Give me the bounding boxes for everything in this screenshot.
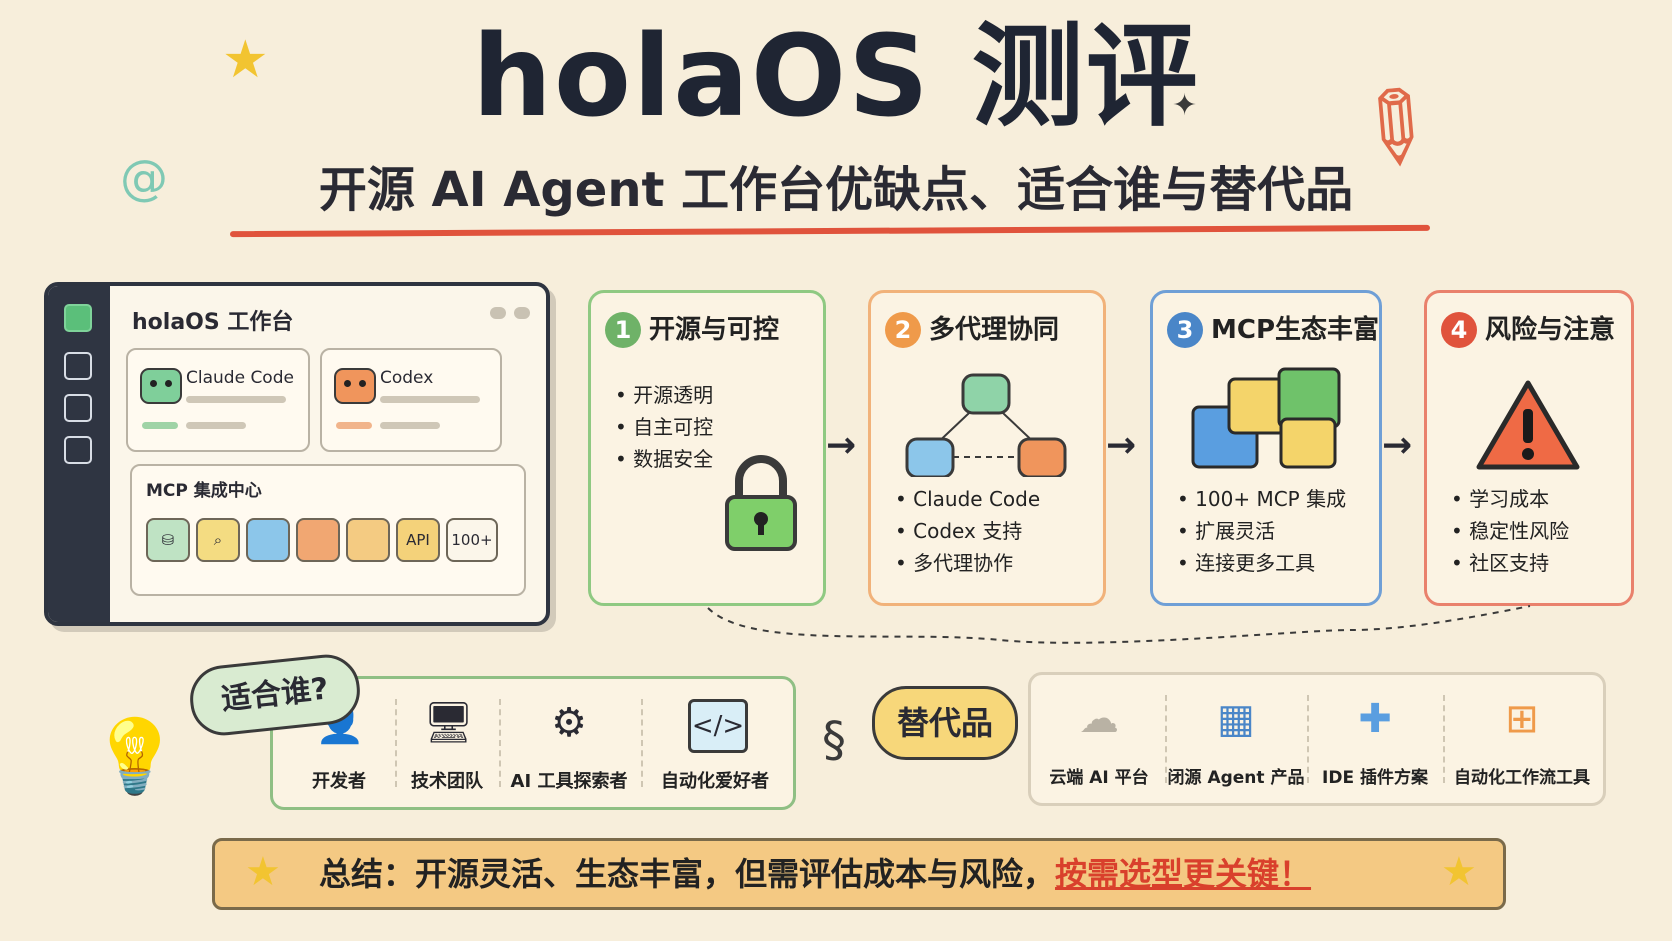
add-icon[interactable] bbox=[64, 304, 92, 332]
bullet-item: 数据安全 bbox=[615, 443, 713, 475]
api-tile[interactable]: API bbox=[396, 518, 440, 562]
chart-icon[interactable] bbox=[346, 518, 390, 562]
close-button[interactable] bbox=[514, 307, 530, 319]
arrow-right-icon: → bbox=[1106, 425, 1137, 466]
puzzle-icon bbox=[1191, 367, 1341, 469]
robot-icon bbox=[140, 368, 182, 404]
card-mcp-ecosystem: 3 MCP生态丰富 100+ MCP 集成 扩展灵活 连接更多工具 bbox=[1150, 290, 1382, 606]
card-number: 4 bbox=[1441, 312, 1477, 348]
card-risks: 4 风险与注意 学习成本 稳定性风险 社区支持 bbox=[1424, 290, 1634, 606]
alt-label: IDE 插件方案 bbox=[1322, 768, 1428, 788]
summary-banner: ★ 总结：开源灵活、生态丰富，但需评估成本与风险，按需选型更关键！ ★ bbox=[212, 838, 1506, 910]
window-controls bbox=[482, 304, 530, 323]
summary-highlight: 按需选型更关键！ bbox=[1055, 855, 1312, 893]
suit-automation: </> 自动化爱好者 bbox=[643, 679, 787, 807]
agent-card-codex[interactable]: Codex bbox=[320, 348, 502, 452]
database-icon[interactable]: ⛁ bbox=[146, 518, 190, 562]
mcp-hub-title: MCP 集成中心 bbox=[146, 481, 262, 501]
alt-label: 自动化工作流工具 bbox=[1454, 768, 1590, 788]
bullet-item: 自主可控 bbox=[615, 411, 713, 443]
arrow-right-icon: → bbox=[1382, 425, 1413, 466]
card-title: 风险与注意 bbox=[1485, 315, 1616, 345]
card-title: MCP生态丰富 bbox=[1211, 315, 1380, 345]
page-subtitle: 开源 AI Agent 工作台优缺点、适合谁与替代品 bbox=[318, 162, 1354, 218]
bullet-item: 社区支持 bbox=[1451, 547, 1569, 579]
more-integrations-tile[interactable]: 100+ bbox=[446, 518, 498, 562]
sparkle-icon: ✦ bbox=[1172, 88, 1198, 123]
gear-icon: ⚙ bbox=[551, 700, 587, 746]
alternatives-panel: ☁ 云端 AI 平台 ▦ 闭源 Agent 产品 ✚ IDE 插件方案 ⊞ 自动… bbox=[1028, 672, 1606, 806]
alt-label: 云端 AI 平台 bbox=[1049, 768, 1149, 788]
cloud-icon: ☁ bbox=[1079, 696, 1119, 742]
alt-closed-agent: ▦ 闭源 Agent 产品 bbox=[1167, 675, 1305, 803]
folder-icon[interactable] bbox=[296, 518, 340, 562]
card-title: 多代理协同 bbox=[929, 315, 1060, 345]
warning-icon bbox=[1476, 380, 1580, 470]
puzzle-piece-icon: ✚ bbox=[1358, 696, 1392, 742]
mcp-hub: MCP 集成中心 ⛁ ⌕ API 100+ bbox=[130, 464, 526, 596]
card-number: 1 bbox=[605, 312, 641, 348]
bullet-item: 连接更多工具 bbox=[1177, 547, 1346, 579]
card-bullets: 开源透明 自主可控 数据安全 bbox=[615, 379, 713, 475]
summary-prefix: 总结：开源灵活、生态丰富，但需评估成本与风险， bbox=[319, 855, 1056, 893]
image-icon[interactable] bbox=[64, 394, 92, 422]
robot-icon bbox=[334, 368, 376, 404]
search-icon[interactable]: ⌕ bbox=[196, 518, 240, 562]
computer-icon: 🖥 bbox=[423, 700, 474, 746]
lightbulb-icon: 💡 bbox=[90, 714, 180, 798]
suit-label: 开发者 bbox=[312, 771, 366, 792]
star-icon: ★ bbox=[1441, 849, 1477, 895]
bullet-item: Codex 支持 bbox=[895, 515, 1040, 547]
bullet-item: 学习成本 bbox=[1451, 483, 1569, 515]
suit-label: AI 工具探索者 bbox=[510, 771, 628, 792]
agent-card-claude[interactable]: Claude Code bbox=[126, 348, 310, 452]
arrow-right-icon: → bbox=[826, 425, 857, 466]
workflow-icon: ⊞ bbox=[1505, 696, 1539, 742]
user-icon[interactable] bbox=[64, 436, 92, 464]
card-number: 3 bbox=[1167, 312, 1203, 348]
bullet-item: 开源透明 bbox=[615, 379, 713, 411]
minimize-button[interactable] bbox=[490, 307, 506, 319]
grid-icon: ▦ bbox=[1217, 696, 1255, 742]
alt-label: 闭源 Agent 产品 bbox=[1167, 768, 1305, 788]
alt-workflow: ⊞ 自动化工作流工具 bbox=[1445, 675, 1599, 803]
bullet-item: 稳定性风险 bbox=[1451, 515, 1569, 547]
scribble-icon: § bbox=[822, 712, 846, 768]
card-bullets: 学习成本 稳定性风险 社区支持 bbox=[1451, 483, 1569, 579]
workbench-title: holaOS 工作台 bbox=[132, 310, 294, 335]
workbench-sidebar bbox=[48, 286, 110, 622]
card-bullets: 100+ MCP 集成 扩展灵活 连接更多工具 bbox=[1177, 483, 1346, 579]
alt-ide-plugin: ✚ IDE 插件方案 bbox=[1309, 675, 1441, 803]
suit-label: 自动化爱好者 bbox=[661, 771, 769, 792]
github-icon[interactable] bbox=[246, 518, 290, 562]
alternatives-bubble: 替代品 bbox=[872, 686, 1018, 760]
workbench-panel: holaOS 工作台 Claude Code Codex MCP 集成中心 ⛁ … bbox=[44, 282, 550, 626]
bullet-item: 100+ MCP 集成 bbox=[1177, 483, 1346, 515]
agent-name: Codex bbox=[380, 368, 434, 388]
suit-label: 技术团队 bbox=[411, 771, 483, 792]
lock-icon bbox=[725, 455, 797, 551]
card-title: 开源与可控 bbox=[649, 315, 780, 345]
grid-icon[interactable] bbox=[64, 352, 92, 380]
card-bullets: Claude Code Codex 支持 多代理协作 bbox=[895, 483, 1040, 579]
page-title: holaOS 测评 bbox=[472, 12, 1200, 142]
robots-icon bbox=[905, 373, 1067, 477]
card-number: 2 bbox=[885, 312, 921, 348]
star-icon: ★ bbox=[245, 849, 281, 895]
summary-text: 总结：开源灵活、生态丰富，但需评估成本与风险，按需选型更关键！ bbox=[319, 841, 1311, 907]
card-multi-agent: 2 多代理协同 Claude Code Codex 支持 多代理协作 bbox=[868, 290, 1106, 606]
card-open-source: 1 开源与可控 开源透明 自主可控 数据安全 bbox=[588, 290, 826, 606]
suit-ai-explorer: ⚙ AI 工具探索者 bbox=[499, 679, 639, 807]
alt-cloud-ai: ☁ 云端 AI 平台 bbox=[1035, 675, 1163, 803]
bullet-item: Claude Code bbox=[895, 483, 1040, 515]
connector-line bbox=[707, 605, 1531, 644]
star-icon: ★ bbox=[222, 30, 269, 90]
agent-name: Claude Code bbox=[186, 368, 294, 388]
bullet-item: 扩展灵活 bbox=[1177, 515, 1346, 547]
bullet-item: 多代理协作 bbox=[895, 547, 1040, 579]
title-underline bbox=[229, 224, 1431, 238]
code-window-icon: </> bbox=[688, 699, 748, 753]
suit-tech-team: 🖥 技术团队 bbox=[397, 679, 497, 807]
swirl-icon: @ bbox=[120, 150, 168, 206]
